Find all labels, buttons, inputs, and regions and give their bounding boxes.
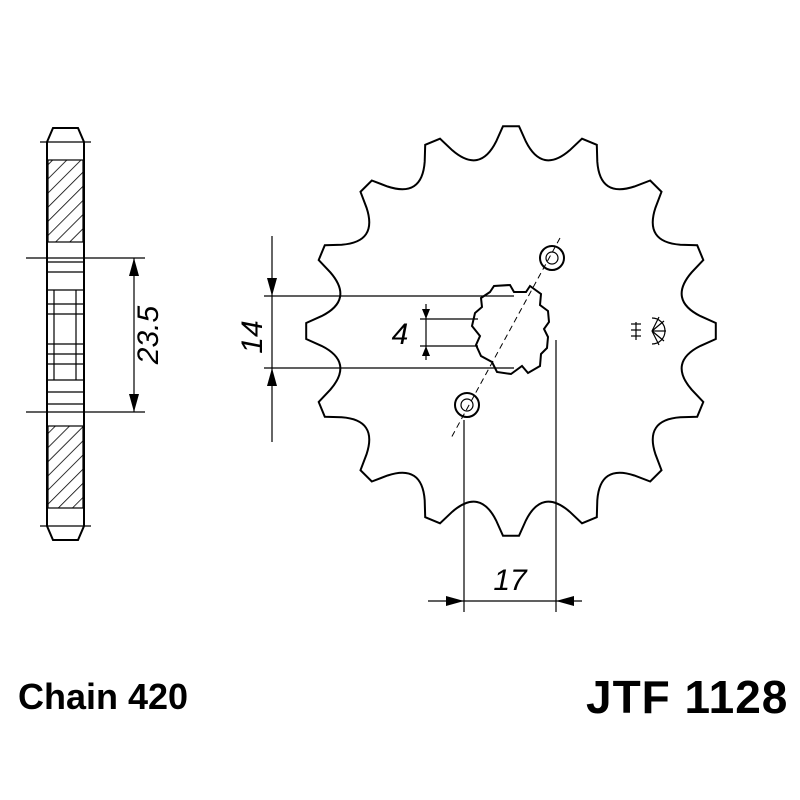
dimension-14-label: 14 [236, 320, 269, 353]
dimension-14: 14 [236, 236, 514, 442]
side-view-bore [47, 261, 84, 405]
dimension-17: 17 [428, 340, 582, 612]
dimension-4: 4 [392, 304, 478, 360]
side-view-hatch-top [47, 159, 84, 243]
rotation-direction-mark [631, 316, 666, 346]
sprocket-front-view: 14 4 17 [236, 125, 717, 612]
mounting-hole-upper [539, 245, 565, 271]
dimension-17-label: 17 [493, 564, 528, 597]
sprocket-bore [470, 283, 551, 376]
dimension-4-label: 4 [392, 318, 409, 351]
dimension-23-5-label: 23.5 [132, 305, 165, 365]
sprocket-outline [305, 125, 717, 537]
side-view-hatch-bottom [47, 425, 84, 509]
dimension-23-5: 23.5 [26, 257, 165, 413]
hole-center-line [449, 237, 561, 441]
chain-size-label: Chain 420 [18, 676, 189, 717]
mounting-hole-lower [454, 392, 480, 418]
sprocket-side-view: 23.5 [26, 127, 165, 541]
part-number-label: JTF 1128 [586, 671, 789, 723]
